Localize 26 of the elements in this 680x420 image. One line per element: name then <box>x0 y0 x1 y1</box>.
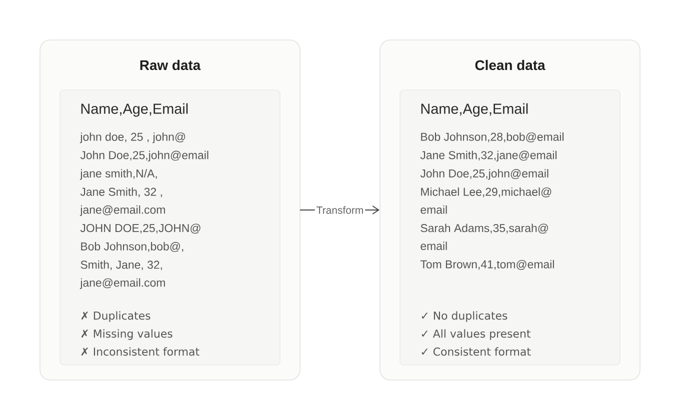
data-row: Bob Johnson,bob@, <box>81 242 184 252</box>
panel <box>40 40 300 380</box>
data-row: John Doe,25,john@email <box>80 150 208 162</box>
data-row: john doe, 25 , john@ <box>80 132 186 144</box>
checklist-item: ✓ All values present <box>422 329 530 340</box>
data-row: Jane Smith, 32 , jane@email.com <box>80 187 165 216</box>
panel <box>380 40 640 380</box>
data-row: Sarah Adams,35,sarah@ email <box>420 224 548 250</box>
checklist-item: ✓ Consistent format <box>422 347 531 356</box>
column-header: Name,Age,Email <box>421 103 528 117</box>
data-row: Michael Lee,29,michael@ email <box>420 187 552 214</box>
data-row: Tom Brown,41,tom@email <box>420 260 554 270</box>
edge-label: Transform <box>314 204 366 216</box>
data-row: John Doe,25,john@email <box>420 169 548 180</box>
data-row: jane smith,N/A, <box>80 169 157 180</box>
panel-title: Raw data <box>140 60 201 70</box>
checklist-item: ✗ Duplicates <box>81 311 150 322</box>
column-header: Name,Age,Email <box>81 103 188 117</box>
panel-title: Clean data <box>475 60 546 70</box>
checklist-item: ✗ Inconsistent format <box>81 347 200 356</box>
data-row: JOHN DOE,25,JOHN@ <box>80 224 200 234</box>
checklist-item: ✓ No duplicates <box>422 311 508 322</box>
data-row: Smith, Jane, 32, jane@email.com <box>80 260 165 289</box>
data-row: Bob Johnson,28,bob@email <box>421 132 564 142</box>
checklist-item: ✗ Missing values <box>81 329 172 340</box>
data-row: Jane Smith,32,jane@email <box>420 150 556 162</box>
